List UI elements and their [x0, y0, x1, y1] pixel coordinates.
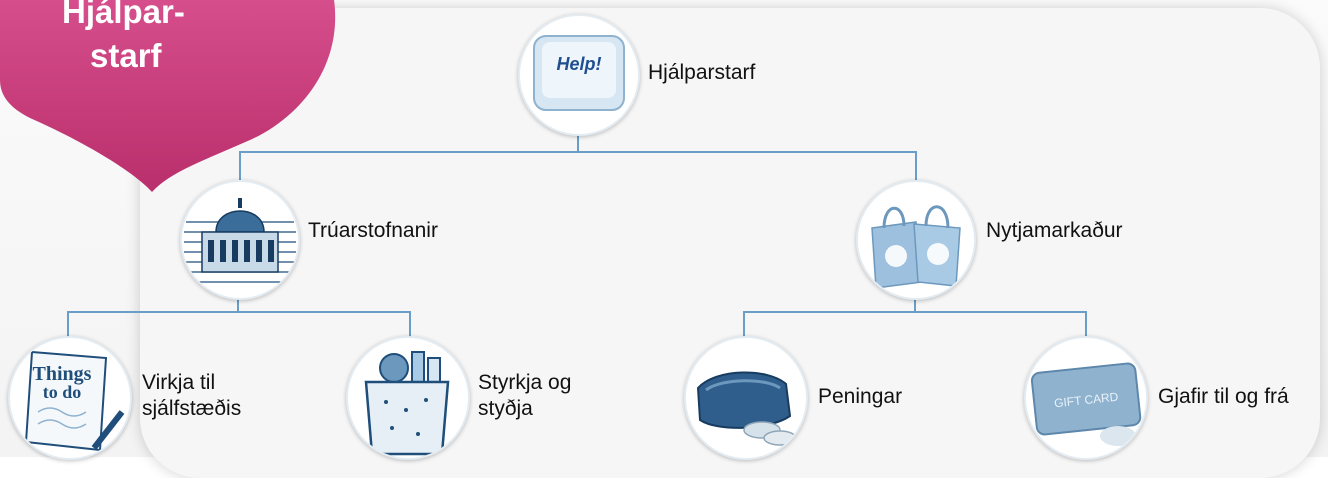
heart-shape	[0, 0, 336, 192]
root-label: Hjálparstarf	[648, 61, 756, 84]
leaf-label-virkja-line-1: Virkja til	[142, 371, 216, 394]
heart-title: Hjálpar- starf	[62, 0, 242, 78]
note-text-line-1: Things	[33, 363, 92, 385]
gift-card-icon: GIFT CARD	[1024, 336, 1148, 460]
branch-label-nytjamarkadur: Nytjamarkaður	[986, 219, 1123, 242]
leaf-label-styrkja-line-1: Styrkja og	[478, 371, 572, 394]
note-text-line-2: to do	[43, 382, 82, 402]
heart-title-line-2: starf	[90, 37, 162, 74]
leaf-label-peningar: Peningar	[818, 385, 903, 408]
leaf-label-styrkja: Styrkja og styðja	[478, 370, 571, 422]
leaf-label-styrkja-line-2: styðja	[478, 397, 533, 420]
help-key-text: Help!	[557, 54, 602, 74]
mosque-icon	[180, 180, 300, 300]
help-key-icon: Help!	[518, 14, 640, 136]
leaf-label-virkja-line-2: sjálfstæðis	[142, 397, 242, 420]
wallet-coins-icon	[684, 336, 808, 460]
branch-label-truarstofnanir: Trúarstofnanir	[308, 219, 438, 242]
grocery-bag-icon	[346, 336, 470, 460]
recycle-bags-icon	[856, 180, 976, 300]
heart-title-line-1: Hjálpar-	[62, 0, 185, 30]
gift-card-text: GIFT CARD	[1053, 390, 1119, 411]
leaf-label-gjafir: Gjafir til og frá	[1158, 385, 1289, 408]
leaf-label-virkja: Virkja til sjálfstæðis	[142, 370, 241, 422]
things-to-do-note-icon: Things to do	[8, 336, 132, 460]
